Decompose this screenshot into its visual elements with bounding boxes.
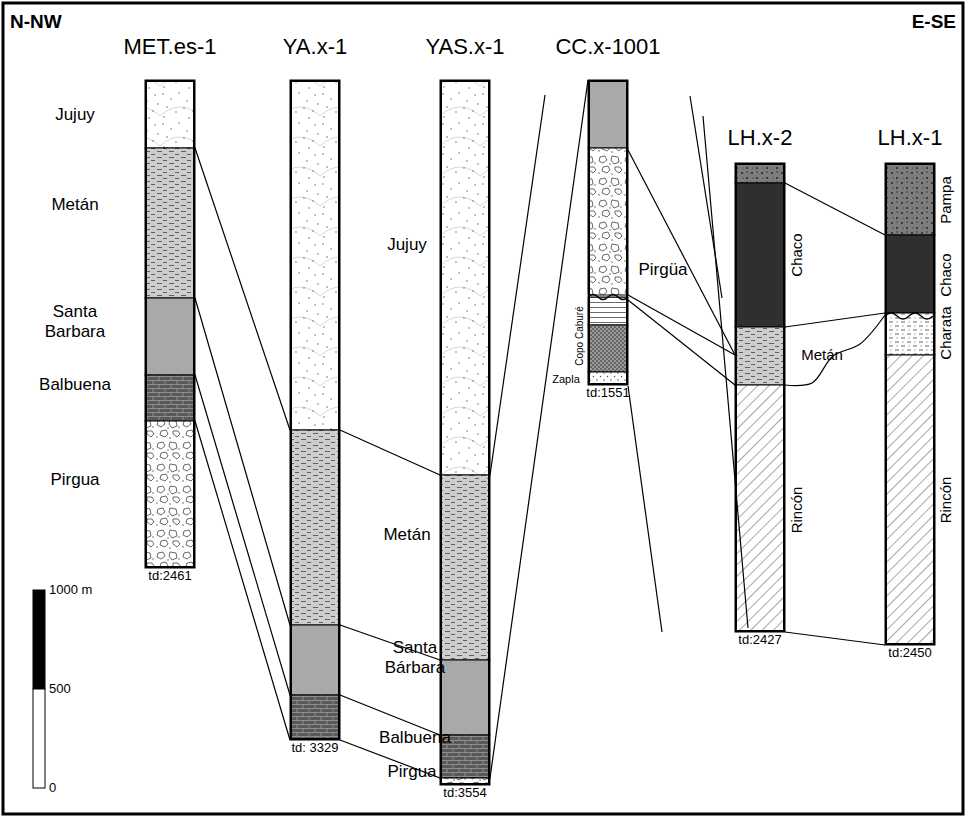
interval (290, 430, 340, 625)
total-depth: td: 3329 (292, 741, 339, 754)
well-column: LH.x-1td:2450 (885, 163, 935, 645)
well-column: LH.x-2td:2427 (735, 163, 785, 632)
interval (145, 298, 195, 375)
log-intervals (145, 80, 935, 785)
correlation-line (628, 150, 735, 355)
correlation-line (195, 421, 290, 740)
total-depth: td:2450 (888, 646, 931, 659)
interval (885, 235, 935, 313)
unconformity (588, 295, 628, 300)
interval (735, 163, 785, 183)
formation-label: Balbuena (39, 375, 111, 395)
scale-label: 500 (49, 682, 71, 697)
formation-label: Pirgüa (638, 260, 687, 280)
formation-label: Pirgua (387, 762, 436, 782)
formation-label: Jujuy (55, 105, 95, 125)
fault-line (690, 96, 722, 298)
correlation-line (195, 375, 290, 695)
formation-label: Santa Bárbara (375, 638, 455, 677)
well-name: YA.x-1 (283, 36, 347, 58)
correlation-line (340, 430, 440, 475)
formation-label: Copo Caburé (574, 306, 586, 365)
well-column: MET.es-1td:2461 (145, 80, 195, 568)
formation-label: Zapla (552, 373, 580, 386)
interval (735, 183, 785, 327)
formation-label: Rincón (937, 477, 954, 524)
interval (440, 80, 490, 475)
well-name: YAS.x-1 (425, 36, 504, 58)
interval (588, 148, 628, 295)
well-column: CC.x-1001td:1551 (588, 80, 628, 385)
well-name: LH.x-1 (878, 127, 943, 149)
fault-line (628, 386, 662, 632)
fault-line (703, 116, 748, 628)
interval (145, 148, 195, 298)
formation-label: Rincón (788, 487, 805, 534)
unconformity (885, 313, 933, 319)
interval (885, 313, 935, 355)
direction-label: N-NW (10, 11, 62, 33)
total-depth: td:2461 (148, 569, 191, 582)
scale-label: 1000 m (49, 583, 92, 598)
formation-label: Balbuena (379, 728, 451, 748)
well-column: YA.x-1td: 3329 (290, 80, 340, 740)
well-name: MET.es-1 (124, 36, 217, 58)
interval (290, 695, 340, 740)
well-name: LH.x-2 (728, 127, 793, 149)
interval (440, 660, 490, 735)
interval (885, 163, 935, 235)
interval (885, 355, 935, 645)
correlation-line (628, 300, 735, 385)
interval (440, 475, 490, 660)
formation-label: Metán (383, 525, 430, 545)
formation-label: Metán (51, 195, 98, 215)
scale-bar (33, 590, 45, 689)
interval (145, 80, 195, 148)
total-depth: td:2427 (738, 633, 781, 646)
scale-label: 0 (49, 781, 56, 796)
formation-label: Chaco (788, 233, 805, 276)
fault-lines (490, 95, 748, 632)
formation-label: Pampa (937, 176, 954, 224)
correlation-line (785, 313, 885, 327)
interval (145, 375, 195, 421)
interval (735, 385, 785, 632)
direction-label: E-SE (912, 11, 956, 33)
formation-label: Chaco (937, 253, 954, 296)
interval (588, 325, 628, 372)
correlation-line (785, 315, 885, 386)
interval (588, 80, 628, 148)
interval (290, 80, 340, 430)
correlation-line (628, 295, 735, 355)
well-name: CC.x-1001 (555, 36, 660, 58)
scale-bar (33, 689, 45, 788)
correlation-line (490, 80, 588, 778)
frame (3, 3, 963, 814)
well-column: YAS.x-1td:3554 (440, 80, 490, 785)
correlation-line (785, 632, 885, 645)
interval (588, 297, 628, 325)
formation-label: Pirgua (50, 470, 99, 490)
total-depth: td:1551 (586, 386, 629, 399)
formation-label: Charata (937, 306, 954, 359)
interval (735, 327, 785, 385)
fault-line (490, 95, 545, 475)
formation-label: Metán (801, 346, 843, 363)
correlation-line (195, 298, 290, 625)
formation-label: Santa Barbara (35, 302, 115, 341)
formation-label: Jujuy (387, 235, 427, 255)
correlation-line (195, 148, 290, 430)
correlation-line (785, 183, 885, 235)
interval (290, 625, 340, 695)
total-depth: td:3554 (443, 786, 486, 799)
interval (145, 421, 195, 568)
